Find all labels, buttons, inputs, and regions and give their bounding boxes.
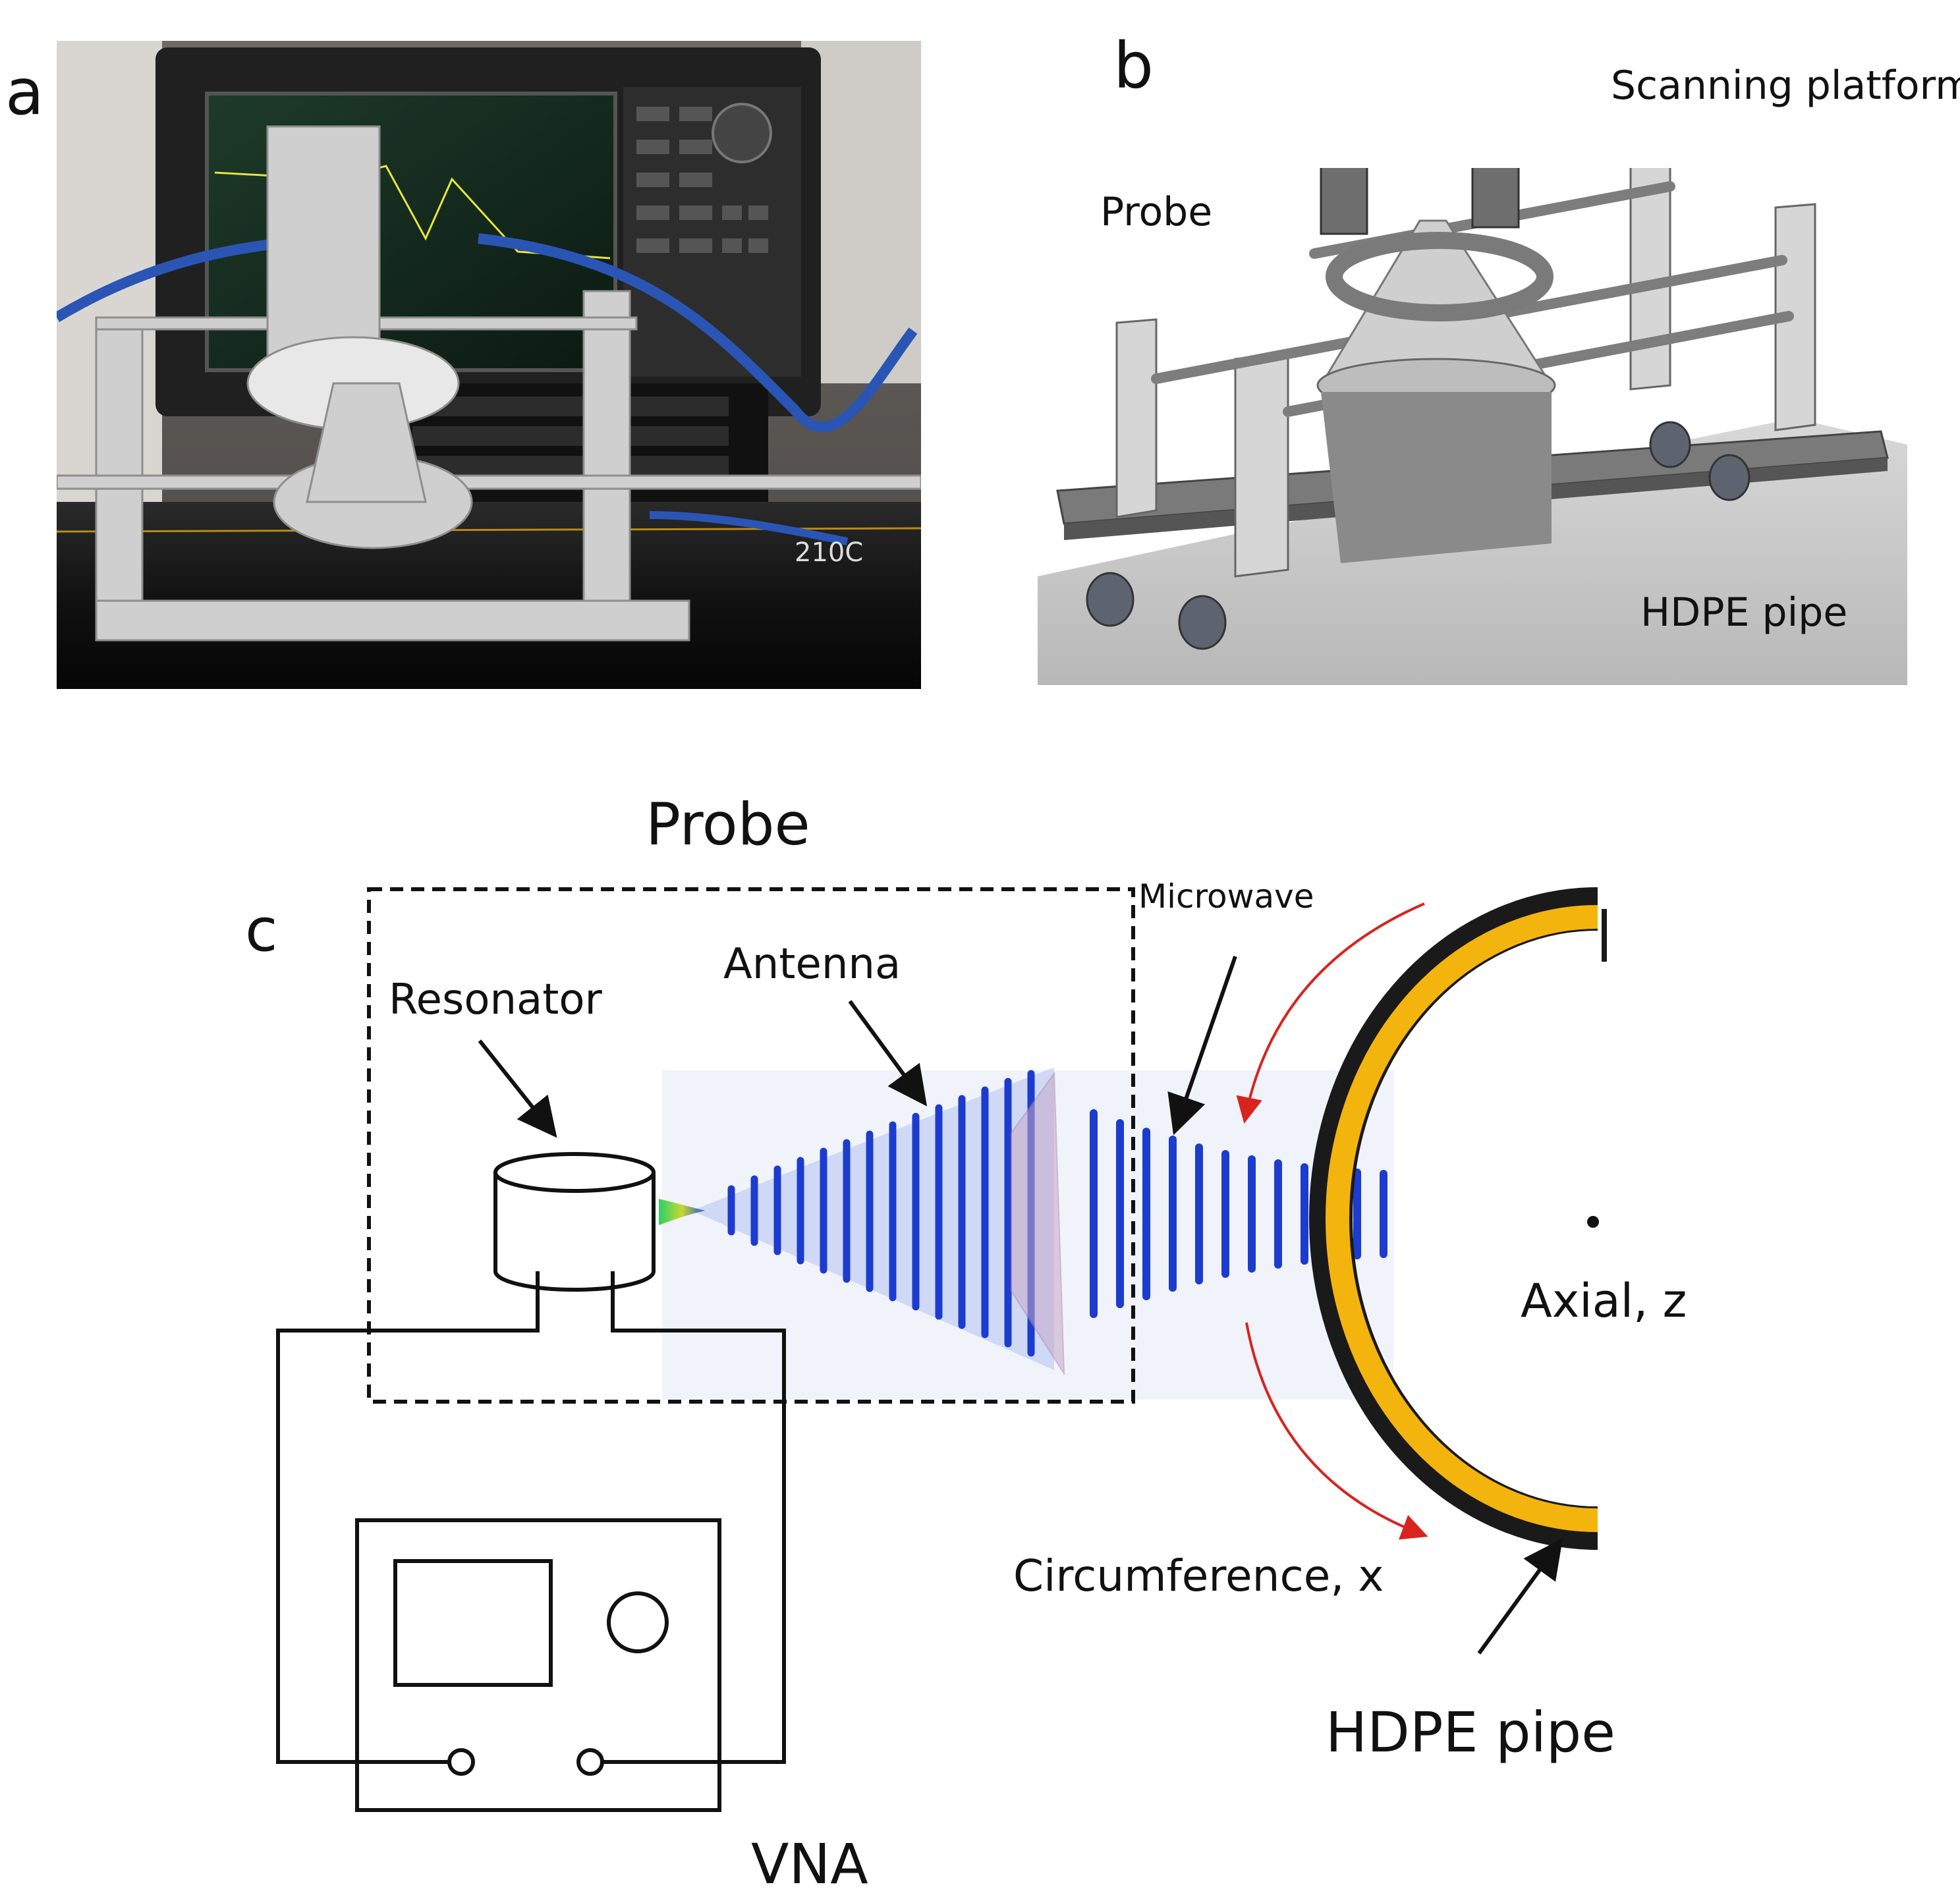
circumference-arrow-top [1236,902,1425,1124]
resonator-arrow [478,1039,557,1138]
scanning-platform-label: Scanning platform [1611,63,1960,109]
circumference-arrow-bottom [1245,1322,1428,1540]
vna-label: VNA [751,1832,868,1896]
feed-point [659,1199,705,1225]
panel-b-render [1038,168,1907,685]
microwave-beam [1090,1109,1387,1318]
setup-photo-illustration: 210C [57,41,921,689]
panel-c-hdpe-pipe-label: HDPE pipe [1326,1700,1615,1765]
vna-cables [276,1271,786,1764]
axial-z-label: Axial, z [1521,1274,1687,1328]
microwave-label: Microwave [1138,877,1314,916]
resonator-cylinder [493,1152,656,1292]
resonator-label: Resonator [389,976,602,1024]
hdpe-pipe-arrow [1477,1538,1563,1655]
antenna-arrow [848,1000,928,1107]
panel-a-letter: a [5,55,44,129]
probe-box [367,887,1135,1404]
svg-text:210C: 210C [795,537,863,568]
circumference-x-label: Circumference, x [1013,1551,1384,1601]
panel-a-photo: 210C [57,41,921,689]
panel-c-letter: c [245,896,278,965]
panel-b-probe-label: Probe [1100,189,1213,235]
panel-c-probe-label: Probe [646,790,810,858]
scanning-platform-cad [1038,168,1907,685]
vna-box [355,1518,721,1812]
antenna-label: Antenna [723,940,901,989]
panel-b-letter: b [1113,29,1154,103]
microwave-arrow [1167,956,1237,1136]
antenna-aperture [1011,1072,1065,1376]
axial-center-dot [1587,1216,1599,1228]
hdpe-pipe-section [1309,887,1607,1550]
panel-b-hdpe-pipe-label: HDPE pipe [1640,590,1848,636]
